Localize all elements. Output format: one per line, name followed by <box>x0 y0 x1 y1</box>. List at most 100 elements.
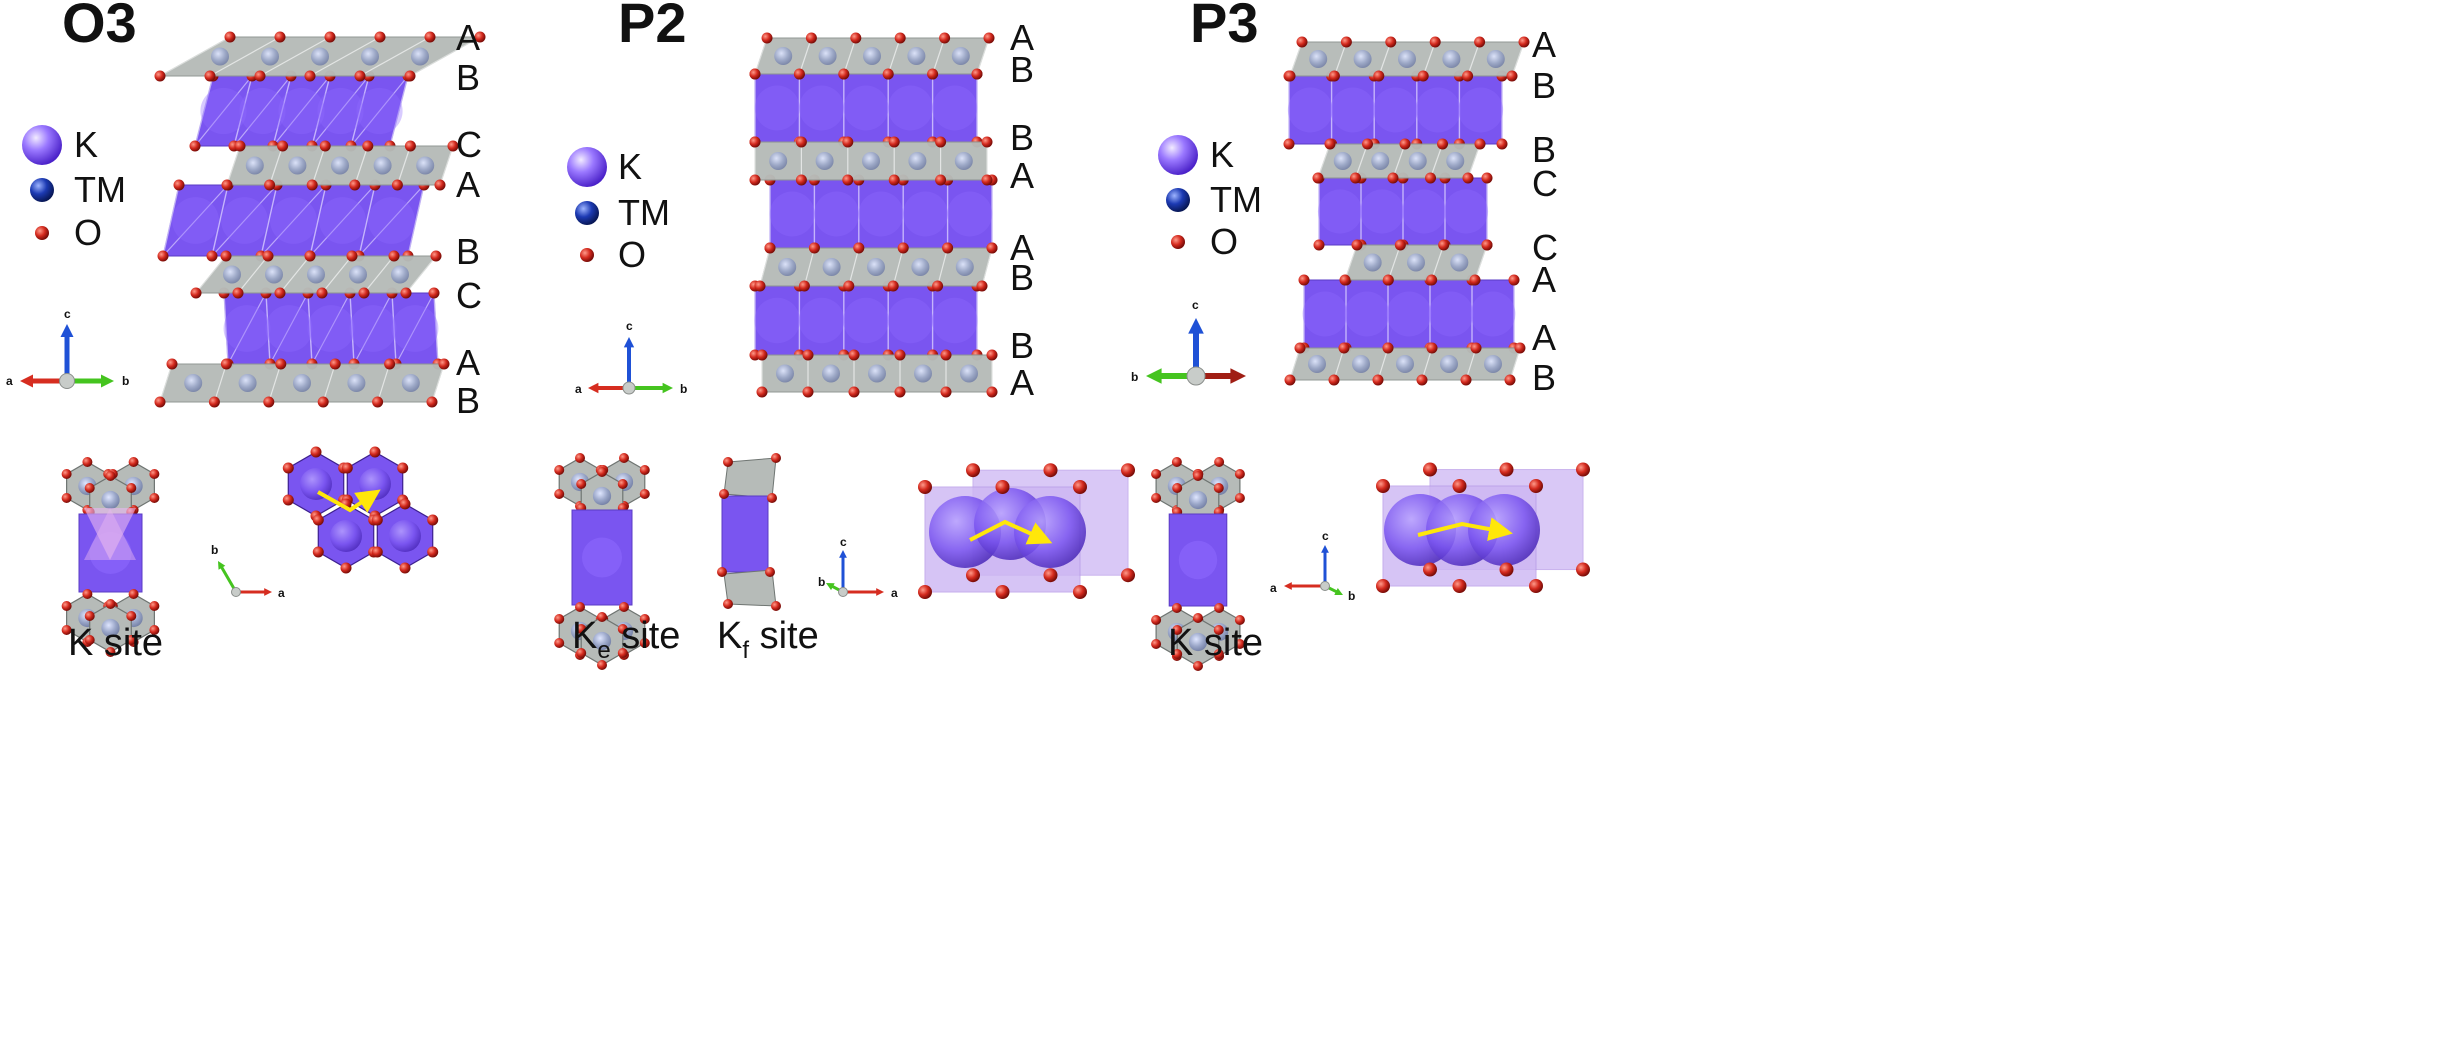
tm-atom <box>818 47 837 65</box>
stack-letter: A <box>1010 227 1034 268</box>
oxygen-atom <box>1499 562 1514 577</box>
k-sphere-icon <box>22 125 62 165</box>
k-atom <box>1386 291 1432 337</box>
oxygen-atom <box>756 349 768 361</box>
tm-atom <box>1188 490 1208 510</box>
k-edge <box>162 184 180 257</box>
oxygen-atom <box>1151 615 1162 625</box>
stack-letter: C <box>1532 163 1558 204</box>
oxygen-atom <box>154 70 166 82</box>
tm-atom <box>1188 632 1208 652</box>
axis-c-head <box>623 337 635 348</box>
tm-edge <box>1431 244 1445 281</box>
k-atom <box>359 468 391 500</box>
oxygen-atom <box>1294 342 1306 354</box>
oxygen-atom <box>208 396 220 408</box>
oxygen-atom <box>1460 374 1472 386</box>
oxygen-atom <box>986 386 998 398</box>
oxygen-atom <box>1234 639 1245 649</box>
tm-edge <box>1317 143 1331 179</box>
axis-c-label: c <box>64 307 71 321</box>
oxygen-atom <box>61 601 72 611</box>
oxygen-atom <box>995 585 1010 599</box>
k-atom <box>172 197 219 244</box>
oxygen-atom <box>575 602 585 612</box>
o3-site-face <box>84 508 136 560</box>
k-edge <box>353 292 393 365</box>
k-atom <box>1428 291 1474 337</box>
tm-edge <box>1392 143 1406 179</box>
ke-subscript: e <box>597 637 610 664</box>
oxygen-atom <box>940 349 952 361</box>
oxygen-atom <box>793 68 805 80</box>
oxygen-atom <box>275 358 287 370</box>
stack-letter: C <box>456 275 482 316</box>
tm-edge <box>213 363 227 403</box>
oxygen-atom <box>767 493 777 503</box>
oxygen-atom <box>438 358 450 370</box>
oxygen-atom <box>61 469 72 479</box>
tm-edge <box>1465 347 1477 381</box>
oxygen-atom <box>324 31 336 43</box>
tm-atom <box>293 374 311 392</box>
oxygen-atom <box>639 614 650 624</box>
k-atom <box>349 305 397 352</box>
tm-layer <box>1312 138 1486 184</box>
oxygen-atom <box>842 136 854 148</box>
oxygen-atom <box>1324 138 1336 150</box>
k-atom <box>389 520 421 552</box>
oxygen-atom <box>274 31 286 43</box>
oxygen-atom <box>1151 469 1162 479</box>
tm-edge <box>439 145 454 186</box>
k-edge <box>223 292 229 365</box>
oxygen-atom <box>204 70 216 82</box>
oxygen-atom <box>1296 36 1308 48</box>
tm-edge <box>798 37 812 75</box>
oxygen-atom <box>597 467 607 477</box>
o3-hop-view <box>282 446 439 574</box>
legend-k-label: K <box>74 124 98 165</box>
oxygen-atom <box>756 386 768 398</box>
k-atom <box>1443 189 1489 234</box>
oxygen-atom <box>166 358 178 370</box>
legend-o-label: O <box>1210 221 1238 262</box>
k-layer <box>1313 172 1493 251</box>
oxygen-atom <box>639 489 650 499</box>
k-sphere-icon <box>567 147 607 187</box>
tm-atom <box>1309 50 1328 68</box>
k-edge <box>358 184 376 257</box>
tm-edge <box>1333 41 1347 77</box>
oxygen-atom <box>1213 649 1224 659</box>
oxygen-atom <box>1298 274 1310 286</box>
legend-tm-label: TM <box>74 169 126 210</box>
oxygen-atom <box>362 140 374 152</box>
stack-letter: A <box>1010 155 1034 196</box>
tm-atom <box>416 156 435 175</box>
tm-edge <box>268 363 282 403</box>
axis-origin <box>59 373 75 389</box>
k-atom <box>319 197 366 244</box>
oxygen-atom <box>942 242 954 254</box>
p2-kf-site-model <box>717 453 781 611</box>
oxygen-atom <box>262 250 274 262</box>
o-sphere-icon <box>1171 235 1185 249</box>
oxygen-atom <box>1382 274 1394 286</box>
oxygen-atom <box>842 174 854 186</box>
o3-structure <box>154 31 486 408</box>
tm-atom <box>867 258 885 276</box>
oxygen-atom <box>126 611 137 621</box>
axis-a-label: a <box>1270 581 1277 595</box>
oxygen-atom <box>1338 342 1350 354</box>
oxygen-atom <box>154 396 166 408</box>
oxygen-atom <box>400 287 412 299</box>
oxygen-atom <box>149 469 160 479</box>
k-edge <box>389 75 409 147</box>
oxygen-atom <box>717 567 727 577</box>
oxygen-atom <box>1376 579 1390 593</box>
tm-atom <box>238 374 257 392</box>
tm-edge <box>1387 244 1401 281</box>
kf-main: K <box>717 615 742 657</box>
oxygen-atom <box>894 349 906 361</box>
oxygen-atom <box>617 648 628 658</box>
